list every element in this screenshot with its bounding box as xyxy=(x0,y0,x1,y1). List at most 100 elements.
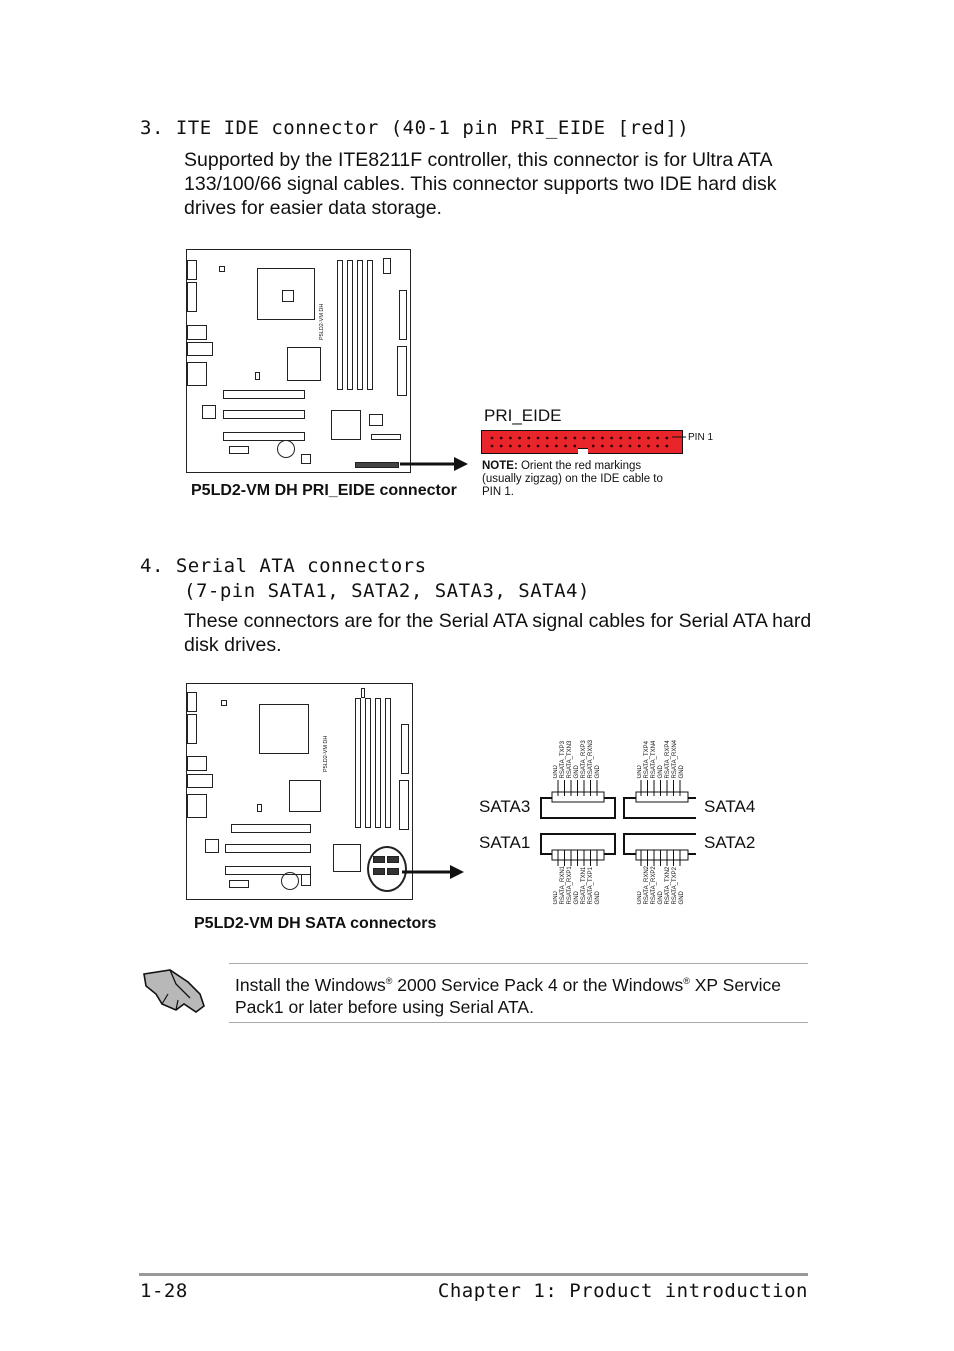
section4-heading-line1: 4. Serial ATA connectors xyxy=(140,555,427,577)
ide-pin xyxy=(499,436,503,440)
ide-pin xyxy=(564,444,567,448)
ide-pin xyxy=(499,444,503,448)
ide-pin xyxy=(536,436,540,440)
sata4-connector xyxy=(623,791,696,819)
sata-pin-label: RSATA_TXP4 xyxy=(644,741,650,779)
ide-pin xyxy=(637,444,641,448)
ide-note: NOTE: Orient the red markings (usually z… xyxy=(482,460,678,499)
sata-pin-label: GND xyxy=(679,765,685,779)
sata-pin-label: RSATA_RXP2 xyxy=(651,866,657,905)
sata-pin-label: GND xyxy=(658,891,664,905)
sata-pin-label: RSATA_RXN2 xyxy=(644,866,650,905)
ide-pin xyxy=(555,436,558,440)
ide-pin xyxy=(591,444,595,448)
ide-pin xyxy=(490,436,494,440)
sata-pin-label: RSATA_RXP1 xyxy=(567,866,573,905)
ide-pin xyxy=(665,436,669,440)
sata-pin-label: RSATA_TXP2 xyxy=(672,867,678,905)
ide-pin xyxy=(555,444,558,448)
ide-pin xyxy=(647,436,650,440)
ide-pin xyxy=(610,436,613,440)
sata-pin-label: GND xyxy=(637,765,643,779)
pri-eide-label: PRI_EIDE xyxy=(484,406,562,425)
sata4-label: SATA4 xyxy=(704,797,756,816)
ide-pin xyxy=(591,436,595,440)
sata-pin-label: RSATA_RXN4 xyxy=(672,740,678,779)
board-model-label-2: P5LD2-VM DH xyxy=(323,735,329,772)
ide-pin xyxy=(610,444,613,448)
sata-pin-label: GND xyxy=(595,891,601,905)
sata3-connector xyxy=(540,791,616,819)
hand-note-icon xyxy=(143,969,205,1013)
ide-pin xyxy=(582,436,586,440)
ide-pin xyxy=(619,444,623,448)
ide-pin xyxy=(527,444,531,448)
ide-pin xyxy=(601,436,604,440)
sata-pin-label: RSATA_TXN2 xyxy=(665,866,671,905)
ide-pin xyxy=(573,436,577,440)
ide-pin xyxy=(628,436,632,440)
ide-pin xyxy=(518,444,521,448)
sata-pin-label: RSATA_TXN1 xyxy=(581,866,587,905)
ide-pin xyxy=(601,444,604,448)
note-top-rule xyxy=(229,963,808,964)
sata-pin-label: RSATA_RXN3 xyxy=(588,740,594,779)
sata-connectors-diagram xyxy=(540,780,696,866)
ide-pin xyxy=(656,436,659,440)
figure2-caption: P5LD2-VM DH SATA connectors xyxy=(194,915,437,932)
ide-pin xyxy=(656,444,659,448)
sata-pin-label: RSATA_TXP1 xyxy=(588,867,594,905)
sata2-label: SATA2 xyxy=(704,833,756,852)
note-text: Orient the red markings (usually zigzag)… xyxy=(482,460,663,498)
ide-pin xyxy=(509,444,512,448)
sata-pin-label: GND xyxy=(658,765,664,779)
note-bottom-rule xyxy=(229,1022,808,1023)
board-model-label: P5LD2-VM DH xyxy=(319,303,325,340)
sata-pin-label: GND xyxy=(595,765,601,779)
ide-pin xyxy=(564,436,567,440)
note-text-block: Install the Windows® 2000 Service Pack 4… xyxy=(235,974,781,1017)
chapter-title: Chapter 1: Product introduction xyxy=(437,1280,808,1302)
ide-pin xyxy=(527,436,531,440)
sata-pin-label: GND xyxy=(574,891,580,905)
pointer-arrow-2 xyxy=(402,865,464,879)
ide-pin xyxy=(573,444,577,448)
sata-pin-label: RSATA_RXP4 xyxy=(665,740,671,779)
ide-pin xyxy=(665,444,669,448)
pri-eide-connector xyxy=(481,430,683,454)
footer-rule xyxy=(139,1273,808,1276)
motherboard-diagram-2: P5LD2-VM DH xyxy=(186,683,413,900)
section3-heading: 3. ITE IDE connector (40-1 pin PRI_EIDE … xyxy=(140,117,690,139)
section4-body: These connectors are for the Serial ATA … xyxy=(184,610,812,656)
ide-pin xyxy=(637,436,641,440)
motherboard-diagram-1: P5LD2-VM DH xyxy=(186,249,411,473)
sata3-label: SATA3 xyxy=(479,797,531,816)
page-number: 1-28 xyxy=(140,1280,188,1302)
sata-pin-label: GND xyxy=(553,891,559,905)
sata-pin-label: RSATA_RXN1 xyxy=(560,866,566,905)
sata-pin-label: RSATA_TXP3 xyxy=(560,741,566,779)
ide-pin xyxy=(647,444,650,448)
pointer-arrow-1 xyxy=(400,457,468,471)
ide-pin xyxy=(619,436,623,440)
sata-pin-label: GND xyxy=(574,765,580,779)
ide-pin xyxy=(536,444,540,448)
sata-pin-label: GND xyxy=(553,765,559,779)
section4-heading-line2: (7-pin SATA1, SATA2, SATA3, SATA4) xyxy=(184,580,590,602)
ide-pin xyxy=(509,436,512,440)
ide-pin xyxy=(490,444,494,448)
figure1-caption: P5LD2-VM DH PRI_EIDE connector xyxy=(191,482,457,499)
ide-pin xyxy=(545,444,549,448)
sata-pin-label: GND xyxy=(679,891,685,905)
ide-pin xyxy=(628,444,632,448)
section3-body: Supported by the ITE8211F controller, th… xyxy=(184,149,777,219)
sata-pin-label: RSATA_TXN3 xyxy=(567,740,573,779)
sata1-label: SATA1 xyxy=(479,833,531,852)
ide-pin xyxy=(545,436,549,440)
sata-pin-label: RSATA_TXN4 xyxy=(651,740,657,779)
sata-pin-label: RSATA_RXP3 xyxy=(581,740,587,779)
